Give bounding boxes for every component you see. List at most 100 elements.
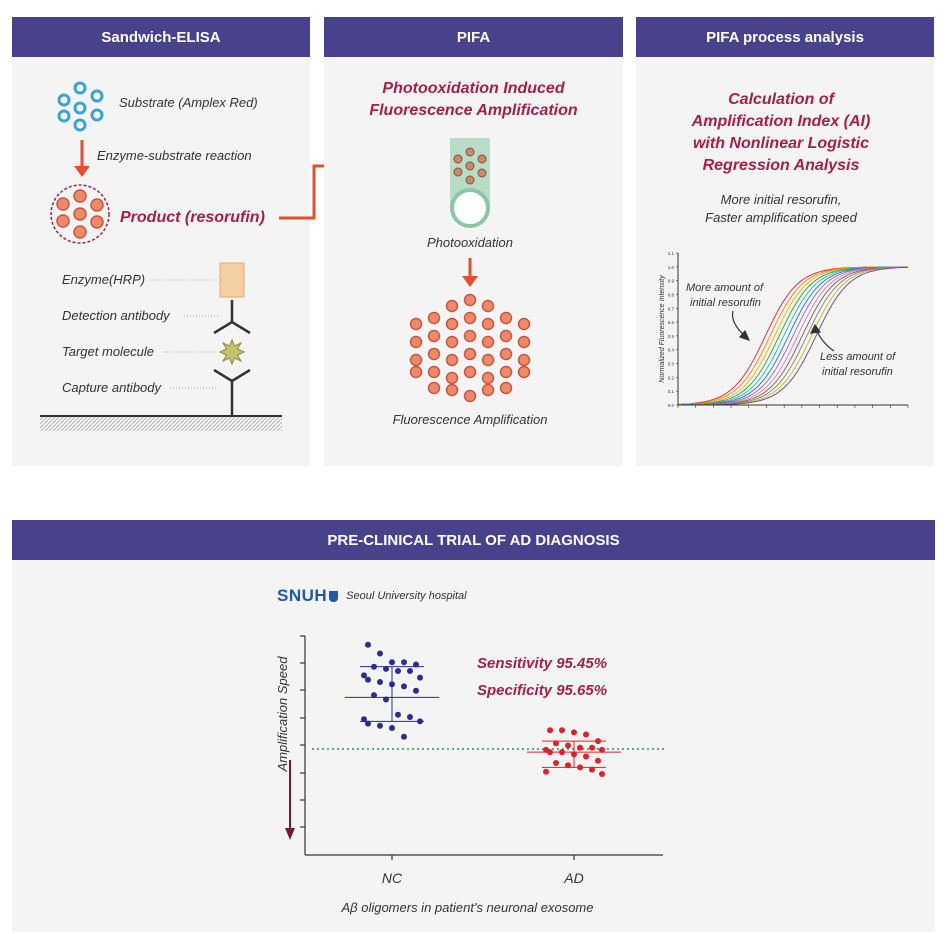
ad-data-point (553, 760, 559, 766)
analysis-title-4: Regression Analysis (702, 157, 860, 174)
nc-data-point (389, 659, 395, 666)
pifa-title-2: Fluorescence Amplification (369, 102, 578, 119)
hospital-name: Seoul University hospital (346, 590, 467, 602)
nc-data-point (377, 722, 383, 729)
ad-data-point (595, 757, 601, 764)
nc-tick-label: NC (382, 870, 403, 886)
nc-data-point (395, 711, 401, 718)
analysis-sub-2: Faster amplification speed (705, 210, 857, 225)
nc-data-point (383, 665, 389, 672)
nc-data-point (383, 696, 389, 703)
nc-data-point (401, 683, 407, 690)
nc-data-point (401, 659, 407, 666)
nc-data-point (417, 674, 423, 681)
nc-data-point (407, 714, 413, 720)
less-arrow (809, 323, 835, 352)
ad-data-point (599, 746, 605, 753)
sigmoid-ytick-label: 0.6 (668, 320, 675, 325)
pifa-title-1: Photooxidation Induced (382, 80, 565, 97)
snuh-logo-text: SNUH (277, 586, 328, 605)
nc-data-point (377, 679, 383, 685)
less-label-2: initial resorufin (822, 366, 893, 378)
nc-data-point (377, 650, 383, 657)
product-boundary (50, 184, 110, 244)
pifa-header: PIFA (324, 17, 623, 57)
reaction-tube (450, 138, 490, 228)
nc-data-point (389, 725, 395, 731)
nc-data-point (413, 661, 419, 668)
snuh-logo: SNUH Seoul University hospital (277, 586, 467, 606)
nc-data-point (401, 733, 407, 740)
sandwich-elisa-diagram (40, 81, 440, 431)
sigmoid-ytick-label: 0.9 (668, 279, 675, 284)
sandwich-elisa-panel: Sandwich-ELISA (12, 17, 310, 466)
reaction-arrow (74, 140, 90, 177)
more-label-1: More amount of (686, 282, 764, 294)
ad-data-point (583, 731, 589, 738)
photooxidation-label: Photooxidation (426, 235, 513, 250)
ad-data-point (559, 727, 565, 734)
snuh-emblem-icon (329, 590, 339, 602)
sigmoid-ylabel: Normalized Fluorescence Intensity (659, 275, 666, 383)
analysis-title-2: Amplification Index (AI) (691, 113, 871, 130)
product-label: Product (resorufin) (120, 209, 265, 226)
scatter-y-axis (300, 635, 306, 855)
ad-data-point (589, 766, 595, 773)
surface (40, 417, 282, 431)
ad-data-point (543, 768, 549, 775)
speed-arrow (285, 760, 295, 840)
amplified-molecules (409, 293, 531, 403)
specificity-label: Specificity 95.65% (477, 682, 608, 699)
substrate-molecules (57, 81, 104, 132)
enzyme-block (219, 262, 245, 298)
detection-antibody (213, 300, 251, 335)
sigmoid-ytick-label: 0.2 (668, 375, 675, 380)
nc-data-point (361, 672, 367, 679)
trial-panel: PRE-CLINICAL TRIAL OF AD DIAGNOSIS (12, 520, 935, 932)
analysis-sub-1: More initial resorufin, (720, 192, 842, 207)
ad-data-point (577, 744, 583, 751)
analysis-title-3: with Nonlinear Logistic (692, 135, 869, 152)
reaction-label: Enzyme-substrate reaction (97, 148, 252, 163)
nc-data-point (365, 720, 371, 727)
nc-data-point (395, 668, 401, 674)
capture-antibody-label: Capture antibody (62, 380, 162, 395)
trial-ylabel: Amplification Speed (275, 656, 290, 773)
sandwich-elisa-header: Sandwich-ELISA (12, 17, 310, 57)
scatter-x-ticks (391, 855, 575, 860)
sigmoid-ytick-label: 0.8 (668, 292, 675, 297)
less-label-1: Less amount of (820, 351, 896, 363)
ad-data-point (553, 740, 559, 747)
nc-data-point (361, 716, 367, 723)
sigmoid-ytick-label: 1.1 (668, 251, 675, 256)
detection-antibody-label: Detection antibody (62, 308, 170, 323)
target-molecule (218, 338, 246, 366)
ad-data-point (589, 744, 595, 751)
ad-data-point (565, 762, 571, 769)
sigmoid-ytick-label: 0.4 (668, 348, 675, 353)
nc-data-point (365, 641, 371, 648)
sigmoid-ytick-label: 0.1 (668, 389, 675, 394)
product-molecules (56, 189, 104, 239)
ad-data-point (599, 771, 605, 777)
ad-data-point (583, 753, 589, 760)
sigmoid-ytick-label: 0.3 (668, 362, 675, 367)
sigmoid-ytick-label: 0.7 (668, 306, 675, 311)
pifa-diagram (409, 138, 531, 403)
analysis-title-1: Calculation of (728, 91, 834, 108)
nc-data-point (371, 692, 377, 699)
enzyme-label: Enzyme(HRP) (62, 272, 146, 287)
amplification-arrow (462, 258, 478, 287)
ad-data-point (565, 742, 571, 749)
more-arrow (731, 310, 751, 341)
more-label-2: initial resorufin (690, 297, 761, 309)
target-molecule-label: Target molecule (62, 344, 155, 359)
analysis-panel: PIFA process analysis (636, 17, 934, 466)
sensitivity-label: Sensitivity 95.45% (477, 655, 608, 672)
ad-data-point (547, 727, 553, 734)
ad-data-point (571, 729, 577, 736)
fluorescence-amplification-label: Fluorescence Amplification (392, 412, 548, 427)
nc-data-point (365, 676, 371, 683)
sigmoid-ytick-label: 0.5 (668, 334, 675, 339)
